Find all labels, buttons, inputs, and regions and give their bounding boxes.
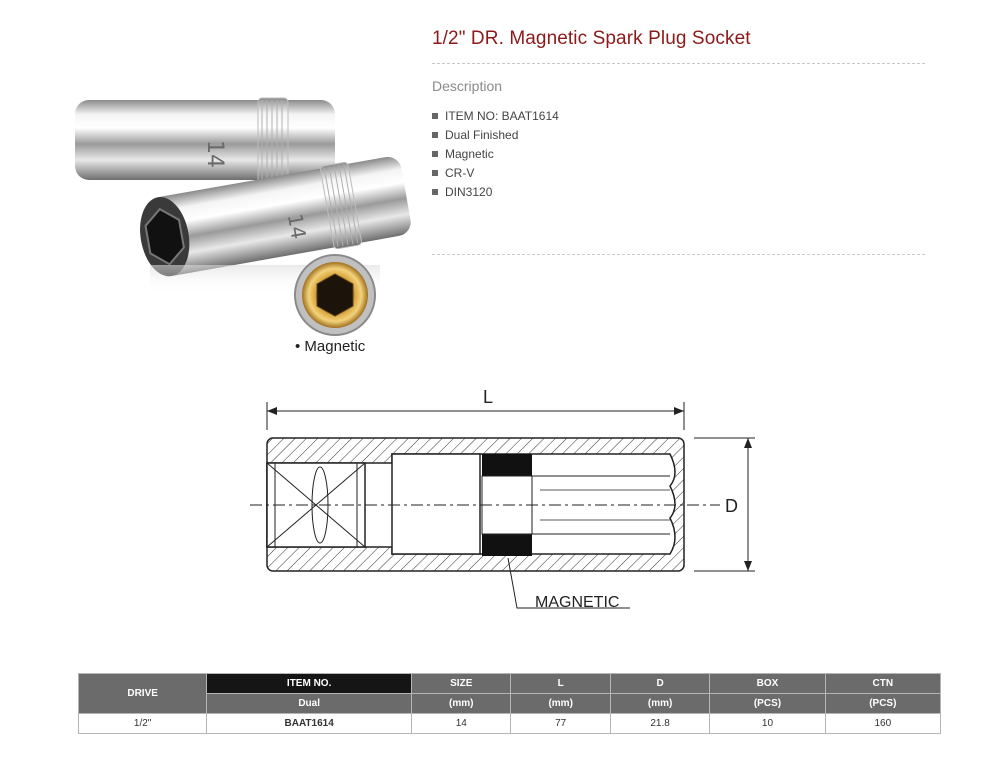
feature-item: ITEM NO: BAAT1614 <box>432 106 559 125</box>
diameter-label: D <box>725 496 738 516</box>
cell-size: 14 <box>411 713 512 734</box>
square-bullet-icon <box>432 188 438 195</box>
header-d-unit: (mm) <box>609 693 711 714</box>
header-item-no: ITEM NO. <box>206 673 413 694</box>
header-box-unit: (PCS) <box>709 693 826 714</box>
feature-item: Dual Finished <box>432 125 559 144</box>
svg-text:14: 14 <box>202 140 227 168</box>
technical-drawing: L D MAGNETIC <box>250 387 755 611</box>
header-d: D <box>609 673 711 694</box>
header-size-unit: (mm) <box>411 693 512 714</box>
table-row: 1/2" BAAT1614 14 77 21.8 10 160 <box>77 713 942 734</box>
feature-item: Magnetic <box>432 144 559 163</box>
product-title: 1/2" DR. Magnetic Spark Plug Socket <box>432 28 751 49</box>
feature-item: CR-V <box>432 163 559 182</box>
header-ctn-unit: (PCS) <box>824 693 942 714</box>
cell-item-no: BAAT1614 <box>206 713 413 734</box>
cell-ctn: 160 <box>824 713 942 734</box>
feature-list: ITEM NO: BAAT1614 Dual Finished Magnetic… <box>432 106 559 201</box>
description-divider <box>432 254 925 255</box>
magnet-label: MAGNETIC <box>535 594 619 611</box>
header-l-unit: (mm) <box>510 693 611 714</box>
square-bullet-icon <box>432 150 438 157</box>
svg-text:14: 14 <box>283 212 311 241</box>
spec-table: DRIVE ITEM NO. SIZE L D BOX CTN Dual (mm… <box>77 673 942 734</box>
square-bullet-icon <box>432 131 438 138</box>
header-finish: Dual <box>206 693 413 714</box>
header-l: L <box>510 673 611 694</box>
cell-box: 10 <box>709 713 826 734</box>
cell-d: 21.8 <box>609 713 711 734</box>
product-photo: 14 14 <box>75 97 411 336</box>
feature-item: DIN3120 <box>432 182 559 201</box>
header-box: BOX <box>709 673 826 694</box>
photo-caption: • Magnetic <box>295 338 366 355</box>
cell-l: 77 <box>510 713 611 734</box>
header-ctn: CTN <box>824 673 942 694</box>
header-drive: DRIVE <box>77 673 208 714</box>
cell-drive: 1/2" <box>77 713 208 734</box>
square-bullet-icon <box>432 169 438 176</box>
title-divider <box>432 63 925 64</box>
header-size: SIZE <box>411 673 512 694</box>
description-heading: Description <box>432 78 503 94</box>
square-bullet-icon <box>432 112 438 119</box>
length-label: L <box>483 387 493 407</box>
